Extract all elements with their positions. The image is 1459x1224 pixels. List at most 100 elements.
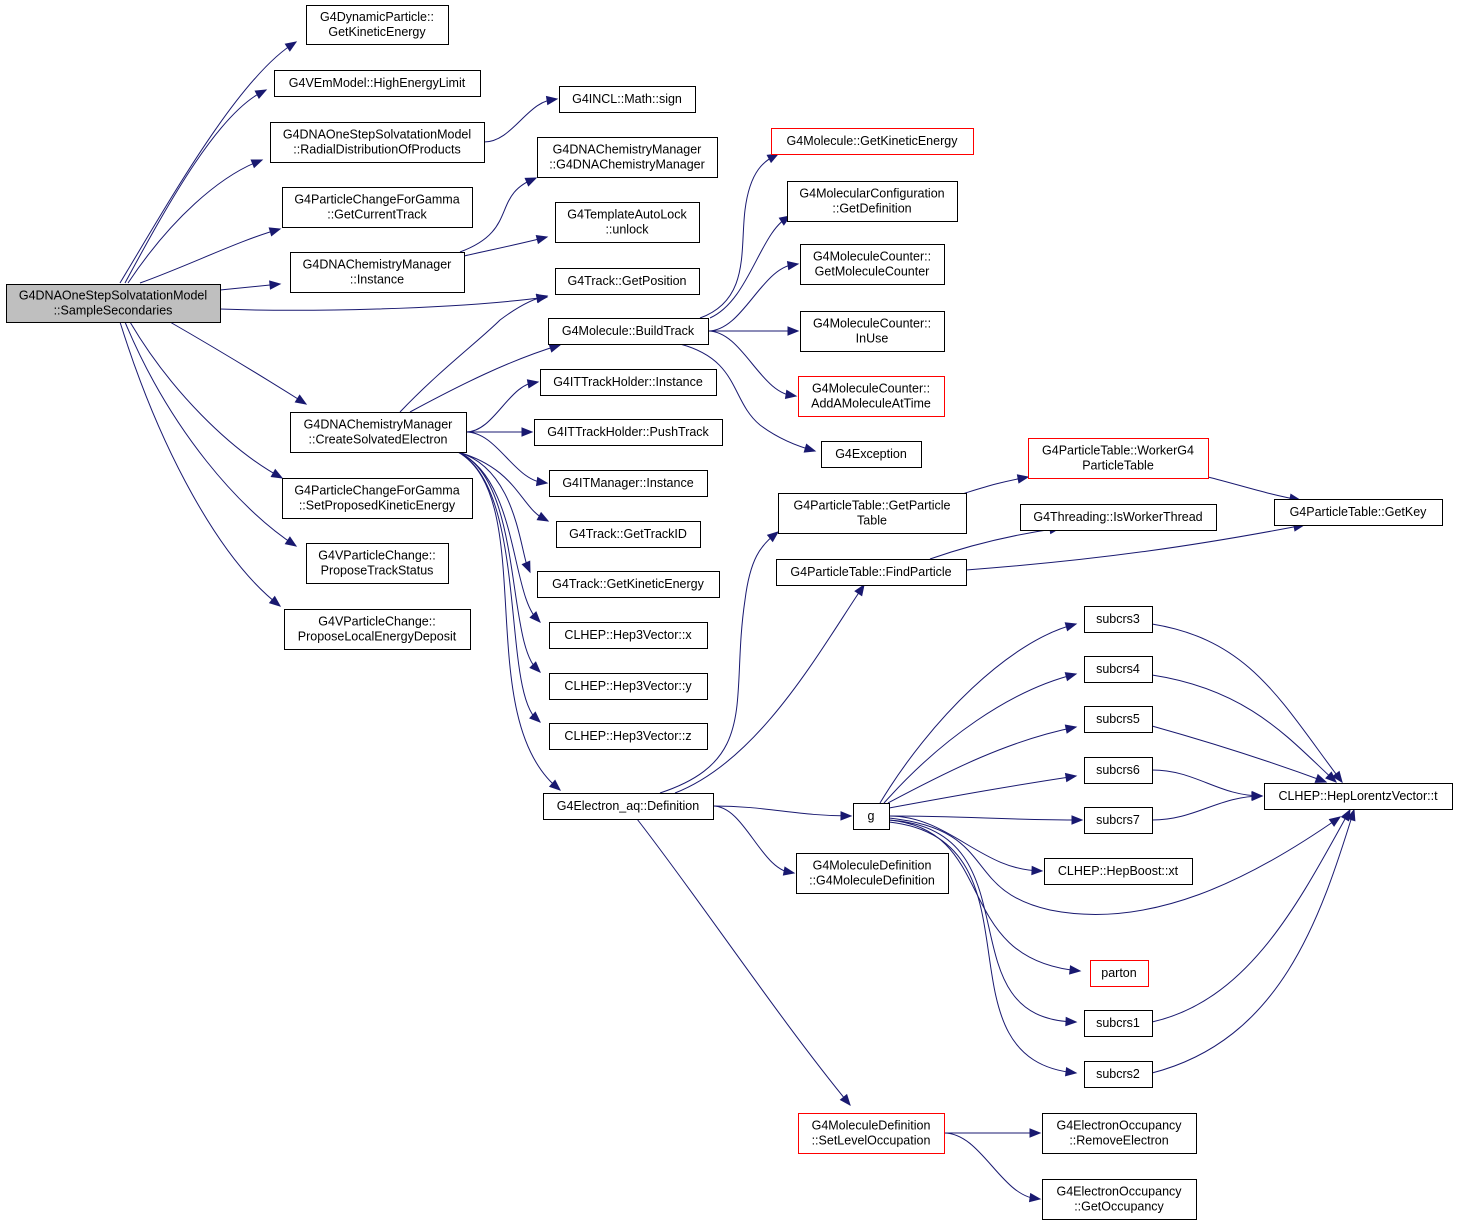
node-ptgk[interactable]: G4ParticleTable::GetKey (1274, 499, 1443, 526)
node-h3x[interactable]: CLHEP::Hep3Vector::x (549, 622, 708, 649)
edge-root-to-vem (124, 89, 267, 284)
node-box (1084, 757, 1153, 784)
node-eaqdef[interactable]: G4Electron_aq::Definition (543, 793, 714, 820)
node-trkke[interactable]: G4Track::GetKineticEnergy (537, 571, 720, 598)
arrowhead-g-to-hlvt (1328, 816, 1342, 827)
node-box (534, 419, 723, 446)
edge-s3-to-hlvt (1151, 623, 1343, 783)
node-box (1084, 706, 1153, 733)
node-vpcpts[interactable]: G4VParticleChange::ProposeTrackStatus (306, 543, 449, 584)
arrowhead-ptgpt-to-ptwork (1016, 474, 1030, 484)
node-label: CLHEP::HepBoost::xt (1058, 864, 1179, 878)
node-label: subcrs2 (1096, 1067, 1140, 1081)
node-trkid[interactable]: G4Track::GetTrackID (556, 521, 701, 548)
node-label: G4Molecule::GetKineticEnergy (787, 134, 959, 148)
node-dcmctor[interactable]: G4DNAChemistryManager::G4DNAChemistryMan… (537, 137, 718, 178)
node-pcgspk[interactable]: G4ParticleChangeForGamma::SetProposedKin… (282, 478, 473, 519)
node-mdctor[interactable]: G4MoleculeDefinition::G4MoleculeDefiniti… (796, 853, 949, 894)
edge-dcmcse-to-trkpos (399, 295, 548, 413)
node-mcgd[interactable]: G4MolecularConfiguration::GetDefinition (787, 181, 958, 222)
node-label: ::GetDefinition (832, 202, 911, 216)
node-hbxt[interactable]: CLHEP::HepBoost::xt (1044, 858, 1193, 885)
arrowhead-s2-to-hlvt (1346, 808, 1356, 822)
node-label: G4ITManager::Instance (562, 476, 693, 490)
node-hlvt[interactable]: CLHEP::HepLorentzVector::t (1264, 783, 1453, 810)
node-h3z[interactable]: CLHEP::Hep3Vector::z (549, 723, 708, 750)
edge-root-to-dcmcse (169, 321, 307, 405)
node-box (540, 369, 717, 396)
node-dcmcse[interactable]: G4DNAChemistryManager::CreateSolvatedEle… (290, 412, 467, 453)
node-mcaam[interactable]: G4MoleculeCounter::AddAMoleculeAtTime (798, 376, 945, 417)
node-box (1090, 960, 1149, 987)
edge-s2-to-hlvt (1151, 809, 1355, 1074)
node-thriwt[interactable]: G4Threading::IsWorkerThread (1020, 504, 1217, 531)
node-mdslo[interactable]: G4MoleculeDefinition::SetLevelOccupation (798, 1113, 945, 1154)
node-box (1264, 783, 1453, 810)
node-parton[interactable]: parton (1090, 960, 1149, 987)
edge-g-to-s5 (887, 726, 1077, 804)
node-box (1042, 1113, 1197, 1154)
node-eogo[interactable]: G4ElectronOccupancy::GetOccupancy (1042, 1179, 1197, 1220)
node-ptfp[interactable]: G4ParticleTable::FindParticle (776, 559, 967, 586)
node-eore[interactable]: G4ElectronOccupancy::RemoveElectron (1042, 1113, 1197, 1154)
node-label: G4ElectronOccupancy (1056, 1119, 1182, 1133)
edge-root-to-radial (127, 159, 263, 284)
node-dcminst[interactable]: G4DNAChemistryManager::Instance (290, 252, 465, 293)
node-label: ::SetProposedKineticEnergy (299, 499, 456, 513)
node-tal[interactable]: G4TemplateAutoLock::unlock (555, 202, 700, 243)
node-label: ::G4MoleculeDefinition (809, 874, 935, 888)
node-h3y[interactable]: CLHEP::Hep3Vector::y (549, 673, 708, 700)
node-dyn[interactable]: G4DynamicParticle::GetKineticEnergy (306, 5, 449, 45)
arrowhead-s3-to-hlvt (1331, 770, 1343, 784)
node-mcgmc[interactable]: G4MoleculeCounter::GetMoleculeCounter (800, 244, 945, 285)
arrowhead-dcmcse-to-trkke (521, 560, 531, 574)
node-label: G4MolecularConfiguration (799, 187, 944, 201)
edge-dcminst-to-dcmctor (459, 177, 537, 253)
node-box (853, 803, 890, 830)
edge-g-to-hlvt (888, 816, 1341, 915)
node-label: ::RemoveElectron (1069, 1134, 1168, 1148)
node-inclsign[interactable]: G4INCL::Math::sign (559, 86, 696, 113)
node-label: G4ParticleTable::WorkerG4 (1042, 444, 1194, 458)
node-g[interactable]: g (853, 803, 890, 830)
edge-dcmcse-to-eaqdef (457, 451, 561, 791)
edges-layer (119, 41, 1356, 1203)
node-box (1084, 807, 1153, 834)
node-molgke[interactable]: G4Molecule::GetKineticEnergy (771, 128, 974, 155)
edge-g-to-s6 (888, 775, 1077, 809)
node-root[interactable]: G4DNAOneStepSolvatationModel::SampleSeco… (6, 284, 221, 323)
node-s1[interactable]: subcrs1 (1084, 1010, 1153, 1037)
node-label: G4Exception (835, 447, 907, 461)
node-vpcpled[interactable]: G4VParticleChange::ProposeLocalEnergyDep… (284, 609, 471, 650)
node-s4[interactable]: subcrs4 (1084, 656, 1153, 683)
node-pcgct[interactable]: G4ParticleChangeForGamma::GetCurrentTrac… (282, 187, 473, 228)
node-label: subcrs5 (1096, 712, 1140, 726)
node-itminst[interactable]: G4ITManager::Instance (549, 470, 708, 497)
node-s6[interactable]: subcrs6 (1084, 757, 1153, 784)
node-box (555, 268, 700, 295)
node-box (1042, 1179, 1197, 1220)
node-s7[interactable]: subcrs7 (1084, 807, 1153, 834)
node-box (800, 311, 945, 352)
node-molbt[interactable]: G4Molecule::BuildTrack (548, 318, 709, 345)
node-itthinst[interactable]: G4ITTrackHolder::Instance (540, 369, 717, 396)
node-vem[interactable]: G4VEmModel::HighEnergyLimit (274, 70, 481, 97)
node-exc[interactable]: G4Exception (821, 441, 922, 468)
node-box (306, 5, 449, 45)
node-s2[interactable]: subcrs2 (1084, 1061, 1153, 1088)
node-itthpush[interactable]: G4ITTrackHolder::PushTrack (534, 419, 723, 446)
node-trkpos[interactable]: G4Track::GetPosition (555, 268, 700, 295)
node-label: CLHEP::Hep3Vector::y (564, 679, 692, 693)
node-s5[interactable]: subcrs5 (1084, 706, 1153, 733)
edge-g-to-s4 (883, 673, 1077, 804)
node-label: G4MoleculeCounter:: (813, 250, 931, 264)
node-s3[interactable]: subcrs3 (1084, 606, 1153, 633)
arrowhead-eaqdef-to-ptgpt (766, 531, 780, 543)
node-mciu[interactable]: G4MoleculeCounter::InUse (800, 311, 945, 352)
node-box (556, 521, 701, 548)
node-radial[interactable]: G4DNAOneStepSolvatationModel::RadialDist… (270, 122, 485, 163)
arrowhead-s7-to-hlvt (1251, 791, 1264, 802)
